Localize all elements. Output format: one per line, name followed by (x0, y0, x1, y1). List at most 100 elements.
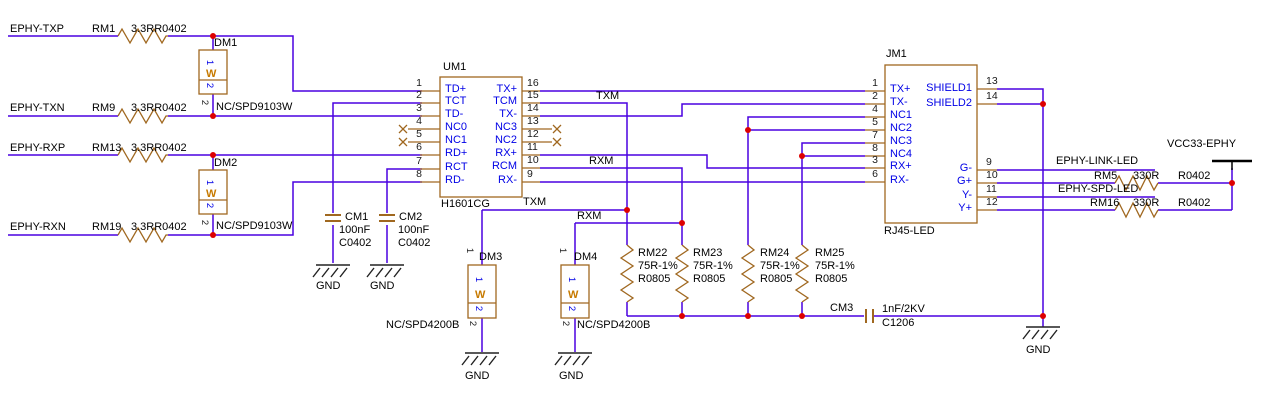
net-label-ephy-rxp[interactable]: EPHY-RXP (10, 142, 66, 154)
rm16-ref[interactable]: RM16 (1090, 197, 1120, 209)
wire-ephy-rxn[interactable] (8, 181, 422, 236)
net-label-ephy-spd-led[interactable]: EPHY-SPD-LED (1058, 183, 1139, 195)
rm22-ref[interactable]: RM22 (638, 247, 668, 259)
rm9-ref[interactable]: RM9 (92, 102, 116, 114)
um1-part: H1601CG (441, 198, 490, 210)
cm1-capacitor-icon[interactable] (325, 214, 341, 222)
um1-pin4-name: NC0 (445, 121, 468, 133)
rm5-ref[interactable]: RM5 (1094, 170, 1118, 182)
wire-ephy-txp[interactable] (8, 35, 422, 92)
wire-nc1-nc2[interactable] (747, 116, 865, 316)
rm24-resistor-icon[interactable] (740, 244, 756, 303)
gnd-label-cm2: GND (370, 280, 395, 292)
rm9-resistor-icon[interactable] (117, 107, 168, 125)
net-label-rxm-upper[interactable]: RXM (589, 155, 614, 167)
wire-rct-cm2[interactable] (386, 168, 422, 263)
gnd-symbol-cm1[interactable] (312, 264, 350, 278)
dm4-ref[interactable]: DM4 (574, 251, 598, 263)
jm1-pin13-num: 13 (986, 75, 998, 87)
cm2-ref[interactable]: CM2 (399, 211, 423, 223)
net-label-ephy-link-led[interactable]: EPHY-LINK-LED (1056, 155, 1139, 167)
net-label-vcc33-ephy[interactable]: VCC33-EPHY (1167, 138, 1237, 150)
dm3-body[interactable] (467, 264, 497, 319)
wire-txm[interactable] (481, 102, 628, 316)
cm1-ref[interactable]: CM1 (345, 211, 369, 223)
um1-pin10-name: RCM (491, 160, 517, 172)
rm9-value: 3.3RR0402 (131, 102, 187, 114)
dm1-ref[interactable]: DM1 (214, 37, 238, 49)
rm16-value: 330R (1133, 197, 1160, 209)
dm4-pin2-mark: 2 (566, 305, 578, 312)
net-label-txm-lower[interactable]: TXM (523, 196, 547, 208)
net-label-ephy-txn[interactable]: EPHY-TXN (10, 102, 65, 114)
rm24-value: 75R-1% (760, 260, 800, 272)
um1-pin3-num: 3 (416, 102, 422, 114)
um1-body[interactable] (439, 76, 523, 198)
rm22-resistor-icon[interactable] (619, 244, 635, 303)
gnd-symbol-dm3[interactable] (461, 352, 499, 366)
net-label-ephy-rxn[interactable]: EPHY-RXN (10, 221, 66, 233)
um1-pin4-num: 4 (416, 115, 422, 127)
jm1-yminus-name: Y- (962, 189, 972, 201)
jm1-pin10-num: 10 (986, 169, 998, 181)
rm1-resistor-icon[interactable] (117, 27, 168, 45)
cm3-ref[interactable]: CM3 (830, 302, 854, 314)
rm25-ref[interactable]: RM25 (815, 247, 845, 259)
jm1-body[interactable] (884, 64, 978, 224)
cm2-capacitor-icon[interactable] (379, 214, 395, 222)
um1-pin-stubs (408, 90, 552, 183)
rm24-ref[interactable]: RM24 (760, 247, 790, 259)
dm3-pin1-mark: 1 (473, 276, 485, 283)
gnd-symbol-cm2[interactable] (366, 264, 404, 278)
cm1-value: 100nF (339, 224, 371, 236)
cm3-package: C1206 (882, 317, 915, 329)
rm1-ref[interactable]: RM1 (92, 23, 116, 35)
um1-pin8-name: RD- (445, 174, 465, 186)
wire-y-plus[interactable] (997, 168, 1233, 211)
dm2-w-mark: W (206, 188, 217, 200)
rm13-resistor-icon[interactable] (117, 146, 168, 164)
jm1-nc1-name: NC1 (890, 109, 913, 121)
jm1-pin8-num: 8 (872, 142, 878, 154)
rm19-resistor-icon[interactable] (117, 226, 168, 244)
wire-tx-minus[interactable] (540, 103, 865, 117)
cm3-capacitor-icon[interactable] (865, 309, 874, 323)
rm13-ref[interactable]: RM13 (92, 142, 122, 154)
rm25-resistor-icon[interactable] (794, 244, 810, 303)
jm1-shield1-name: SHIELD1 (926, 82, 972, 94)
gnd-symbol-dm4[interactable] (554, 352, 592, 366)
net-label-txm-upper[interactable]: TXM (596, 90, 620, 102)
dm2-body[interactable] (198, 169, 228, 215)
um1-ref[interactable]: UM1 (443, 61, 467, 73)
rm5-package: R0402 (1178, 170, 1211, 182)
dm4-body[interactable] (560, 264, 590, 319)
um1-pin10-num: 10 (527, 154, 539, 166)
rm19-ref[interactable]: RM19 (92, 221, 122, 233)
um1-pin6-name: RD+ (445, 147, 468, 159)
jm1-nc3-name: NC3 (890, 135, 913, 147)
wire-shield[interactable] (997, 88, 1044, 327)
um1-pin13-name: NC3 (494, 121, 517, 133)
jm1-ref[interactable]: JM1 (886, 48, 907, 60)
wire-rxm[interactable] (540, 167, 683, 316)
rm23-ref[interactable]: RM23 (693, 247, 723, 259)
dm2-pin1-mark: 1 (204, 179, 216, 186)
net-label-ephy-txp[interactable]: EPHY-TXP (10, 23, 65, 35)
gnd-label-shield: GND (1026, 344, 1051, 356)
rm23-resistor-icon[interactable] (674, 244, 690, 303)
dm2-pin2-designator: 2 (199, 219, 211, 226)
net-label-rxm-lower[interactable]: RXM (577, 210, 602, 222)
dm1-body[interactable] (198, 49, 228, 95)
jm1-rxn-name: RX- (890, 174, 909, 186)
jm1-gminus-name: G- (959, 162, 972, 174)
dm3-ref[interactable]: DM3 (479, 251, 503, 263)
wire-rx-plus[interactable] (540, 154, 865, 169)
rm5-resistor-icon[interactable] (1114, 174, 1159, 192)
gnd-symbol-shield[interactable] (1022, 326, 1060, 340)
wire-tct-cm1[interactable] (332, 102, 422, 263)
cm1-package: C0402 (339, 237, 372, 249)
rm16-resistor-icon[interactable] (1114, 201, 1159, 219)
dm2-ref[interactable]: DM2 (214, 157, 238, 169)
um1-pin6-num: 6 (416, 141, 422, 153)
